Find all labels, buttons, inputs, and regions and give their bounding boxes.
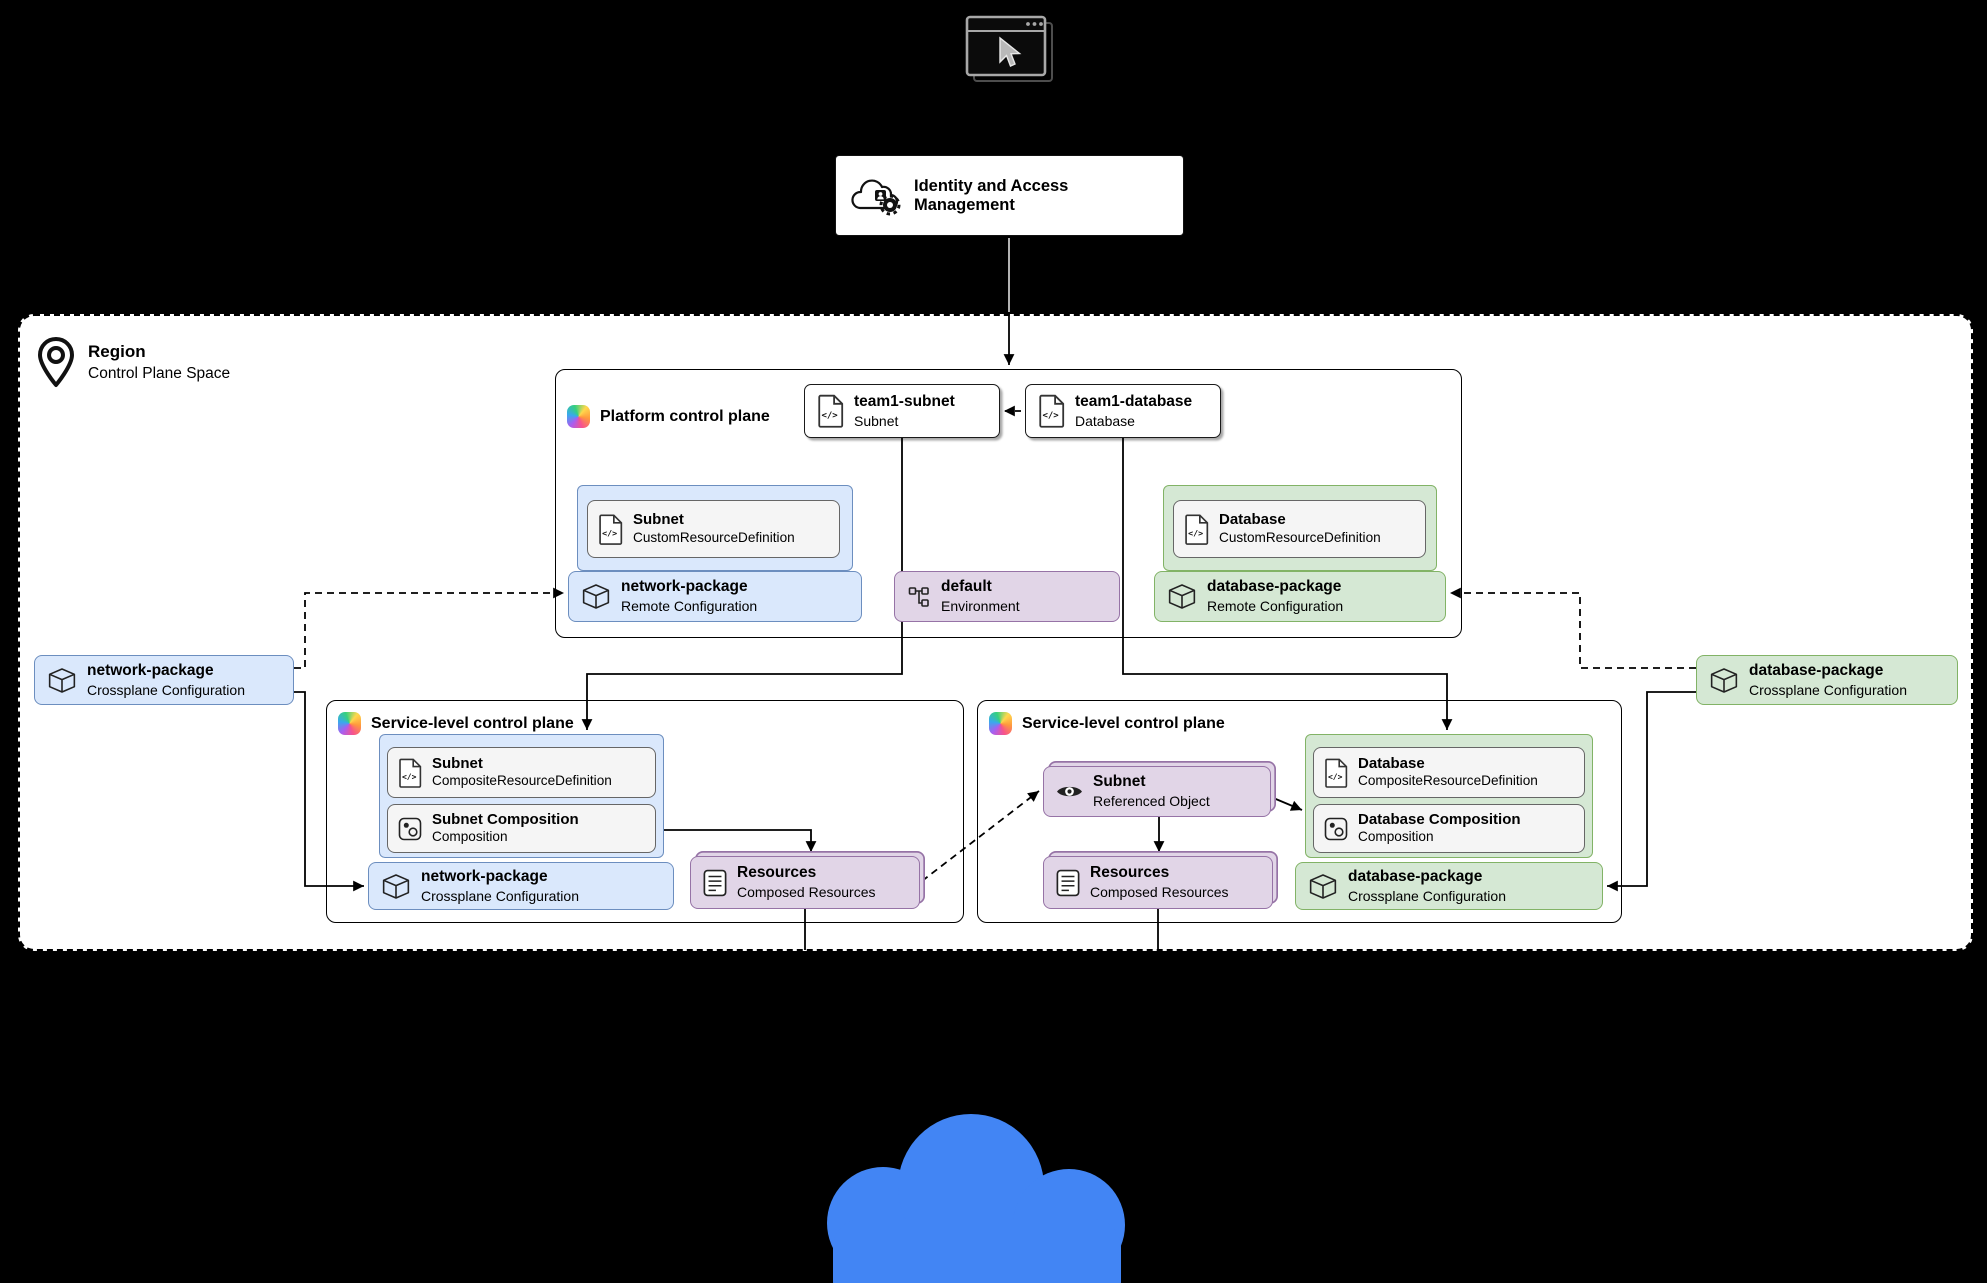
file-code-icon: </> <box>399 758 422 788</box>
platform-title-row: Platform control plane <box>567 405 770 428</box>
platform-network-package-box: network-package Remote Configuration <box>568 571 862 622</box>
document-lines-icon <box>1056 869 1080 896</box>
card-type: CustomResourceDefinition <box>1219 529 1381 545</box>
service-network-title-row: Service-level control plane <box>338 712 574 735</box>
region-subtitle: Control Plane Space <box>88 365 231 382</box>
iam-box: Identity and Access Management <box>835 155 1184 236</box>
claim-name: team1-subnet <box>854 392 955 410</box>
box-type: Referenced Object <box>1093 793 1210 810</box>
region-header: Region Control Plane Space <box>36 336 230 390</box>
cloud-gear-icon <box>851 179 901 215</box>
package-icon <box>1168 584 1196 609</box>
box-type: Composed Resources <box>1090 884 1229 901</box>
browser-window-icon <box>965 15 1053 82</box>
eye-icon <box>1057 786 1082 797</box>
svg-text:</>: </> <box>402 772 417 781</box>
service-network-package-box: network-package Crossplane Configuration <box>368 862 674 910</box>
box-name: default <box>941 578 992 596</box>
box-name: network-package <box>87 661 214 679</box>
card-type: CompositeResourceDefinition <box>432 773 612 789</box>
box-type: Crossplane Configuration <box>1348 887 1506 904</box>
svg-text:</>: </> <box>1188 528 1203 538</box>
cursor-icon <box>999 36 1022 67</box>
default-environment-box: default Environment <box>894 571 1120 622</box>
platform-database-package-box: database-package Remote Configuration <box>1154 571 1446 622</box>
external-network-package-box: network-package Crossplane Configuration <box>34 655 294 705</box>
claim-team1-subnet: </> team1-subnet Subnet <box>804 384 1000 438</box>
environment-icon <box>908 586 929 607</box>
card-name: Subnet Composition <box>432 810 579 828</box>
card-type: Composition <box>432 829 508 845</box>
box-name: database-package <box>1749 661 1884 679</box>
file-code-icon: </> <box>1185 514 1209 545</box>
card-type: CompositeResourceDefinition <box>1358 773 1538 789</box>
claim-team1-database: </> team1-database Database <box>1025 384 1221 438</box>
platform-title: Platform control plane <box>600 407 770 425</box>
location-pin-icon <box>38 337 74 387</box>
database-composition-card: Database Composition Composition <box>1313 804 1585 853</box>
svg-text:</>: </> <box>1328 772 1343 781</box>
claim-type: Database <box>1075 412 1135 429</box>
package-icon <box>1710 667 1738 693</box>
claim-name: team1-database <box>1075 392 1193 410</box>
card-name: Database Composition <box>1358 810 1521 828</box>
package-icon <box>48 667 76 693</box>
file-code-icon: </> <box>1325 758 1348 788</box>
resources-right-box: Resources Composed Resources <box>1043 856 1273 909</box>
box-type: Crossplane Configuration <box>87 681 245 698</box>
file-code-icon: </> <box>599 514 623 545</box>
file-code-icon: </> <box>1039 394 1065 428</box>
database-xrd-card: </> Database CompositeResourceDefinition <box>1313 747 1585 798</box>
iam-label: Identity and Access Management <box>914 176 1069 214</box>
box-name: Resources <box>1090 864 1170 882</box>
card-name: Database <box>1358 754 1425 772</box>
service-database-title-row: Service-level control plane <box>989 712 1225 735</box>
card-type: Composition <box>1358 829 1434 845</box>
box-type: Remote Configuration <box>1207 598 1344 615</box>
claim-type: Subnet <box>854 412 899 429</box>
card-name: Subnet <box>633 511 684 529</box>
box-name: database-package <box>1348 867 1483 885</box>
card-name: Subnet <box>432 754 483 772</box>
box-type: Remote Configuration <box>621 598 758 615</box>
box-name: database-package <box>1207 578 1342 596</box>
crossplane-logo-icon <box>567 405 590 428</box>
box-name: network-package <box>621 578 748 596</box>
external-database-package-box: database-package Crossplane Configuratio… <box>1696 655 1958 705</box>
resources-left-box: Resources Composed Resources <box>690 856 920 909</box>
service-network-title: Service-level control plane <box>371 714 574 732</box>
composition-icon <box>1324 817 1348 840</box>
package-icon <box>382 873 410 899</box>
file-code-icon: </> <box>818 394 844 428</box>
database-crd-card: </> Database CustomResourceDefinition <box>1173 500 1426 558</box>
box-type: Composed Resources <box>737 884 876 901</box>
service-database-package-box: database-package Crossplane Configuratio… <box>1295 862 1603 910</box>
crossplane-logo-icon <box>989 712 1012 735</box>
package-icon <box>582 584 610 609</box>
box-type: Crossplane Configuration <box>1749 681 1907 698</box>
subnet-xrd-card: </> Subnet CompositeResourceDefinition <box>387 747 656 798</box>
svg-text:</>: </> <box>821 411 838 421</box>
cloud-shape <box>827 1114 1125 1283</box>
box-type: Crossplane Configuration <box>421 887 579 904</box>
box-type: Environment <box>941 598 1020 615</box>
svg-text:</>: </> <box>1042 411 1059 421</box>
box-name: Resources <box>737 864 817 882</box>
subnet-referenced-object-box: Subnet Referenced Object <box>1043 766 1271 817</box>
subnet-crd-card: </> Subnet CustomResourceDefinition <box>587 500 840 558</box>
region-title: Region <box>88 342 146 362</box>
document-lines-icon <box>703 869 727 896</box>
box-name: Subnet <box>1093 773 1146 791</box>
service-database-title: Service-level control plane <box>1022 714 1225 732</box>
crossplane-logo-icon <box>338 712 361 735</box>
box-name: network-package <box>421 867 548 885</box>
svg-text:</>: </> <box>602 528 617 538</box>
package-icon <box>1309 873 1337 899</box>
subnet-composition-card: Subnet Composition Composition <box>387 804 656 853</box>
card-name: Database <box>1219 511 1286 529</box>
card-type: CustomResourceDefinition <box>633 529 795 545</box>
composition-icon <box>398 817 422 840</box>
